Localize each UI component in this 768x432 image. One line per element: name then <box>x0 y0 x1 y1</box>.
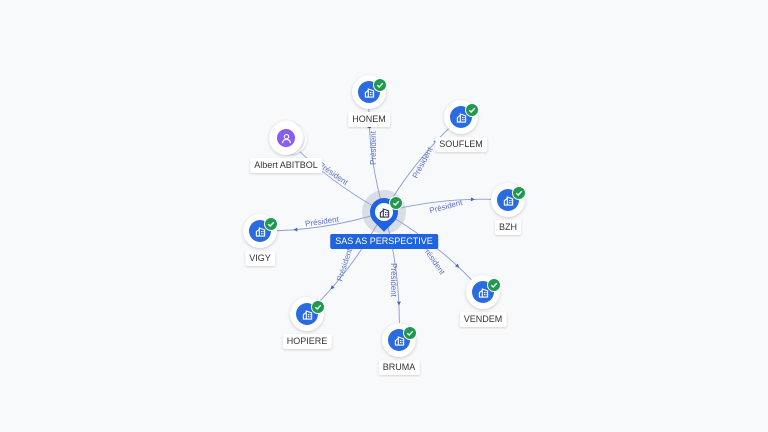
verified-check-icon <box>487 278 501 292</box>
node-label-honem[interactable]: HONEM <box>348 112 390 127</box>
edge-arrow-vigy <box>293 227 298 232</box>
verified-check-icon <box>465 103 479 117</box>
edge-arrow-vendem <box>455 263 460 268</box>
node-label-hopiere[interactable]: HOPIERE <box>282 334 332 349</box>
node-label-albert[interactable]: Albert ABITBOL <box>250 158 322 173</box>
edge-label-bruma: Président <box>389 263 398 298</box>
verified-check-icon <box>311 300 325 314</box>
person-icon <box>277 129 295 147</box>
center-node-label[interactable]: SAS AS PERSPECTIVE <box>330 234 438 249</box>
node-label-souflem[interactable]: SOUFLEM <box>435 137 487 152</box>
node-label-vendem[interactable]: VENDEM <box>459 312 507 327</box>
verified-check-icon <box>403 326 417 340</box>
node-label-vigy[interactable]: VIGY <box>245 251 275 266</box>
edge-arrow-bzh <box>470 197 475 202</box>
edge-arrow-bruma <box>396 301 401 306</box>
edge-label-souflem: Président <box>411 145 435 180</box>
node-label-bruma[interactable]: BRUMA <box>378 360 420 375</box>
node-label-bzh[interactable]: BZH <box>495 220 521 235</box>
verified-check-icon <box>512 186 526 200</box>
edge-label-albert: Président <box>317 160 350 187</box>
building-icon <box>375 203 393 221</box>
edge-arrow-hopiere <box>330 285 335 290</box>
edge-label-honem: Président <box>369 130 378 165</box>
edge-label-bzh: Président <box>428 198 464 216</box>
verified-check-icon <box>264 217 278 231</box>
edge-label-hopiere: Président <box>335 247 354 283</box>
verified-check-icon <box>373 78 387 92</box>
verified-check-icon <box>389 196 403 210</box>
